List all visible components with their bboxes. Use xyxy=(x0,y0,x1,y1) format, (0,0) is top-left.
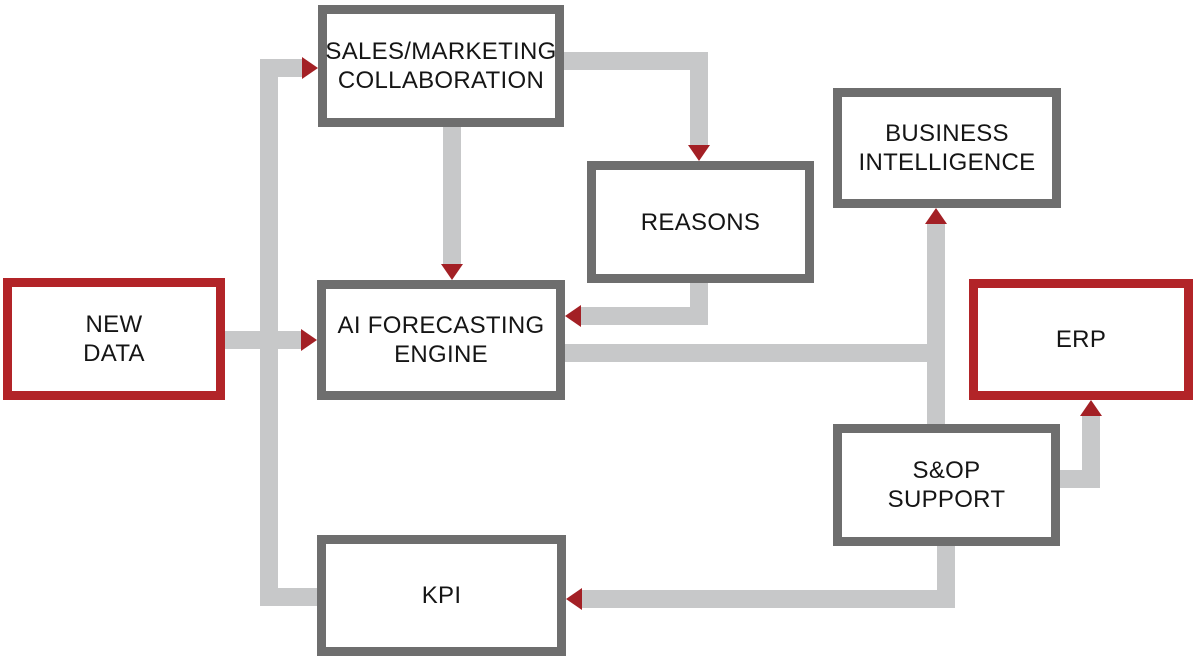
arrowhead-into-ai-engine-left-icon xyxy=(301,329,317,351)
connector-sales-marketing-to-ai-vertical xyxy=(443,127,461,264)
connector-ai-long-horizontal xyxy=(565,344,945,362)
node-sales-marketing: SALES/MARKETING COLLABORATION xyxy=(318,5,564,127)
node-reasons-label: REASONS xyxy=(640,208,761,236)
node-kpi-label: KPI xyxy=(421,582,462,609)
node-sop-support: S&OP SUPPORT xyxy=(833,424,1060,546)
arrowhead-into-ai-engine-top-icon xyxy=(441,264,463,280)
connector-trunk-to-kpi xyxy=(260,588,317,606)
connector-sales-marketing-to-reasons-horizontal xyxy=(564,52,708,70)
arrowhead-into-kpi-icon xyxy=(566,588,582,610)
node-business-intelligence-label: BUSINESS INTELLIGENCE xyxy=(858,120,1036,176)
arrowhead-into-business-intelligence-icon xyxy=(925,208,947,224)
arrowhead-into-reasons-icon xyxy=(688,145,710,161)
connector-junction-vertical xyxy=(927,224,945,424)
arrowhead-into-erp-icon xyxy=(1080,400,1102,416)
node-ai-engine-label: AI FORECASTING ENGINE xyxy=(337,312,545,368)
node-erp-label: ERP xyxy=(1055,326,1107,353)
node-new-data: NEW DATA xyxy=(3,278,225,400)
node-erp: ERP xyxy=(969,279,1193,400)
connector-sop-to-kpi-horizontal xyxy=(582,590,955,608)
arrowhead-into-sales-marketing-icon xyxy=(302,57,318,79)
node-sales-marketing-label: SALES/MARKETING COLLABORATION xyxy=(325,38,557,94)
node-sop-support-label: S&OP SUPPORT xyxy=(887,457,1006,513)
node-reasons: REASONS xyxy=(587,161,814,283)
connector-trunk-to-sales-marketing xyxy=(260,59,302,77)
connector-sales-marketing-to-reasons-vertical xyxy=(690,52,708,145)
connector-sop-to-erp-vertical xyxy=(1082,416,1100,488)
node-ai-engine: AI FORECASTING ENGINE xyxy=(317,280,565,400)
node-new-data-label: NEW DATA xyxy=(83,311,145,367)
node-kpi: KPI xyxy=(317,535,566,656)
connector-reasons-to-ai-horizontal xyxy=(581,307,708,325)
arrowhead-into-ai-engine-right-icon xyxy=(565,305,581,327)
connector-newdata-to-ai-engine xyxy=(225,331,301,349)
node-business-intelligence: BUSINESS INTELLIGENCE xyxy=(833,88,1061,208)
